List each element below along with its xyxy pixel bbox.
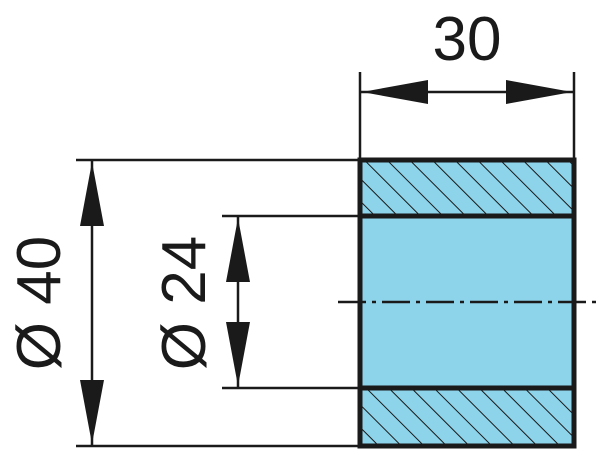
bottom-wall-section <box>360 388 574 446</box>
top-wall-section <box>360 160 574 216</box>
width-arrow-left <box>362 80 428 104</box>
width-arrow-right <box>506 80 572 104</box>
outer-diameter-label: Ø 40 <box>5 236 74 370</box>
outer-arrow-top <box>80 162 104 226</box>
outer-diameter-dimension: Ø 40 <box>5 160 104 446</box>
width-dimension: 30 <box>360 5 574 104</box>
extension-lines <box>76 72 576 448</box>
inner-diameter-label: Ø 24 <box>150 236 219 370</box>
inner-arrow-bottom <box>226 322 250 386</box>
inner-diameter-dimension: Ø 24 <box>150 216 250 388</box>
inner-arrow-top <box>226 218 250 282</box>
outer-arrow-bottom <box>80 380 104 444</box>
width-label: 30 <box>433 5 502 74</box>
